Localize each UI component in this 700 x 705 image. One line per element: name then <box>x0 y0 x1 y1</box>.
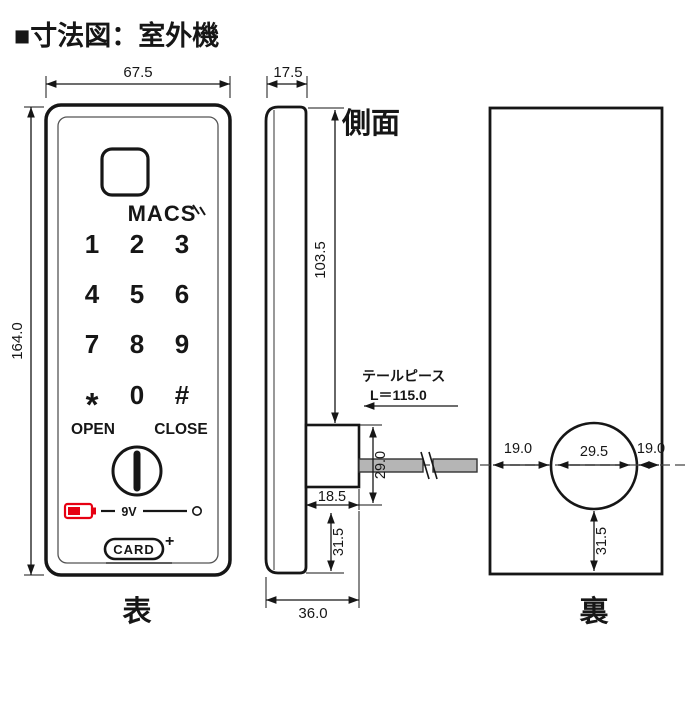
keypad-key: 8 <box>130 329 144 359</box>
box-depth-dim: 18.5 <box>318 489 346 505</box>
battery-icon-terminal <box>92 507 96 515</box>
side-protrusion-box <box>304 423 361 489</box>
side-view: 17.5 側面 103.5 テールピース L＝115.0 18.5 29.0 <box>264 64 478 622</box>
keypad: 1 2 3 4 5 6 7 8 9 * 0 # <box>85 229 190 423</box>
keypad-key: 6 <box>175 279 189 309</box>
back-view: 裏 <box>488 106 664 628</box>
card-logo-outline <box>103 537 165 561</box>
front-view-label: 表 <box>122 595 151 628</box>
keypad-key: 0 <box>130 380 144 410</box>
side-upper-dim: 103.5 <box>312 241 329 279</box>
card-sensor-icon <box>100 147 150 197</box>
tailpiece-name: テールピース <box>362 368 445 384</box>
front-height-dim: 164.0 <box>9 322 26 360</box>
brand-logo: MACS <box>128 201 197 226</box>
keypad-key: 5 <box>130 279 144 309</box>
back-hole-dim: 29.5 <box>580 444 608 460</box>
rod-break-mark <box>420 451 430 480</box>
back-right-dim: 19.0 <box>637 441 665 457</box>
side-lower-dim: 31.5 <box>331 528 347 556</box>
led-indicator <box>192 505 203 516</box>
rod-break-mark <box>428 451 438 480</box>
keypad-key: * <box>86 386 99 423</box>
total-depth-dim: 36.0 <box>298 605 327 622</box>
keypad-key: 1 <box>85 229 99 259</box>
keypad-key: 9 <box>175 329 189 359</box>
side-body <box>264 105 308 575</box>
side-thickness-dim: 17.5 <box>273 64 302 81</box>
open-label: OPEN <box>71 421 115 438</box>
back-view-dims: 19.0 29.5 19.0 31.5 <box>493 441 665 571</box>
front-view: 67.5 164.0 MACS 1 2 3 4 5 6 7 8 9 * 0 # <box>9 64 232 628</box>
keypad-key: 3 <box>175 229 189 259</box>
back-below-hole-dim: 31.5 <box>594 527 610 555</box>
keypad-key: 4 <box>85 279 100 309</box>
battery-voltage-label: 9V <box>121 505 137 519</box>
keypad-key: 2 <box>130 229 144 259</box>
battery-icon-fill <box>68 507 80 515</box>
keypad-key: # <box>175 380 190 410</box>
brand-logo-marks <box>192 204 206 216</box>
tailpiece-length: L＝115.0 <box>370 387 427 403</box>
front-width-dim: 67.5 <box>123 64 152 81</box>
card-logo-plus: + <box>165 533 174 550</box>
back-left-dim: 19.0 <box>504 441 532 457</box>
page-title: ■寸法図：室外機 <box>14 20 219 51</box>
front-device-body <box>44 103 232 577</box>
side-view-label: 側面 <box>341 107 400 140</box>
back-hole <box>549 421 639 511</box>
card-logo: CARD + <box>103 533 174 564</box>
keypad-key: 7 <box>85 329 99 359</box>
close-label: CLOSE <box>154 421 207 438</box>
tailpiece-rod <box>358 458 424 473</box>
tailpiece-rod <box>432 458 478 473</box>
card-logo-text: CARD <box>113 542 155 557</box>
battery-indicator: 9V <box>63 502 203 520</box>
rod-offset-dim: 29.0 <box>373 451 389 479</box>
back-view-label: 裏 <box>579 594 609 628</box>
